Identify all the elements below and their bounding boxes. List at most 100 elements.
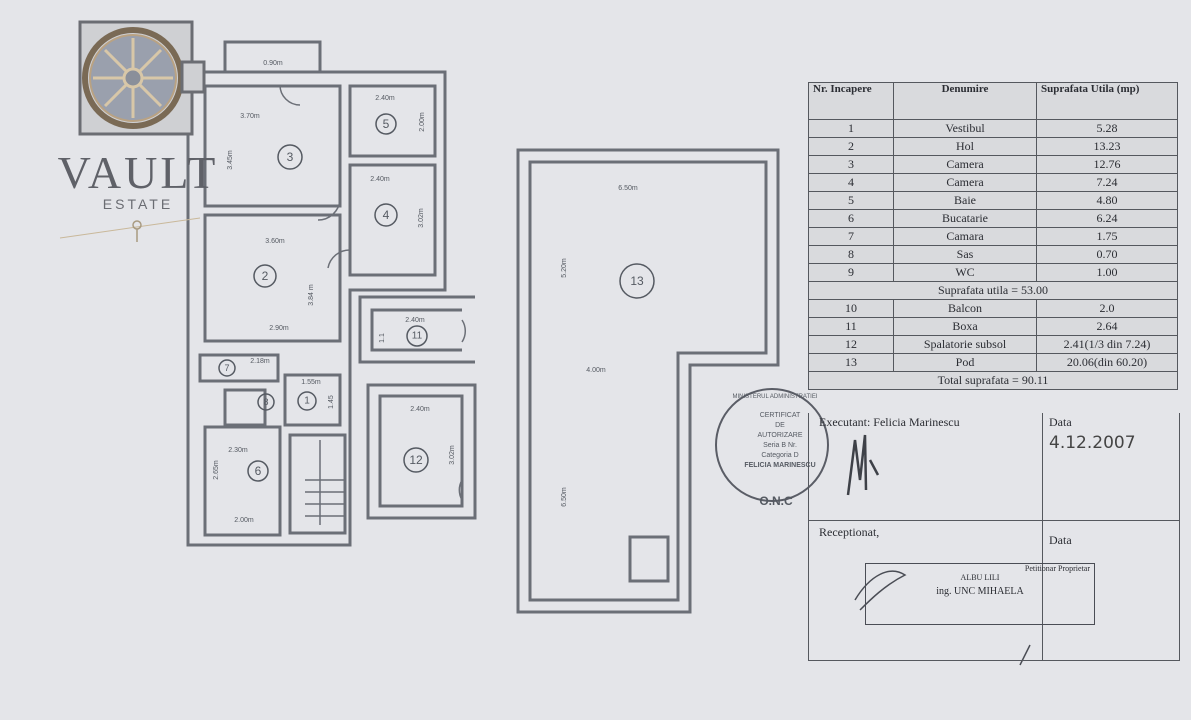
cell-area: 12.76 [1036,155,1178,174]
room-5-wall [348,84,437,158]
logo-title: VAULT [57,147,219,198]
room-number: 2 [262,269,269,283]
dimension: 2.90m [269,325,289,332]
executant-label: Executant: Felicia Marinescu [819,415,960,429]
room-number: 3 [287,150,294,164]
cell-name: Bucatarie [893,209,1037,228]
cell-nr: 10 [808,299,894,318]
apartment-outer-wall [186,70,447,547]
cell-nr: 9 [808,263,894,282]
room-number: 5 [383,117,390,131]
cell-nr: 6 [808,209,894,228]
dimension: 5.20m [561,258,568,278]
room-2-wall [203,213,342,343]
cell-nr: 2 [808,137,894,156]
receipt-stamp: Petitionar Proprietar ALBU LILI ing. UNC… [865,563,1095,625]
attic-outer [516,148,780,614]
cell-nr: 13 [808,353,894,372]
cell-area: 1.75 [1036,227,1178,246]
cell-name: Sas [893,245,1037,264]
stairs-steps [279,84,466,525]
room-number: 6 [255,464,262,478]
dimension: 6.50m [618,185,638,192]
handwritten-date: 4.12.2007 [1049,433,1136,453]
dimension: 6.50m [561,487,568,507]
dimension: 2.40m [370,176,390,183]
stamp-text: DE [775,422,785,429]
cell-area: 2.64 [1036,317,1178,336]
cell-nr: 12 [808,335,894,354]
stairs-wall [288,433,347,535]
logo-subtitle: ESTATE [102,196,174,212]
dimension: 2.40m [375,95,395,102]
cell-name: Camera [893,173,1037,192]
attic-inner [528,160,768,602]
dimension: 2.30m [228,447,248,454]
room-12-outer [366,383,477,520]
total-row: Total suprafata = 90.11 [808,371,1178,390]
room-number: 8 [263,397,268,407]
room-11-wall [358,295,475,364]
dimension: 3.02m [418,208,425,228]
rooms-table: Nr. Incapere Denumire Suprafata Utila (m… [808,82,1178,390]
dimension: 2.40m [405,317,425,324]
dimension: 4.00m [586,367,606,374]
cell-name: Baie [893,191,1037,210]
room-number: 13 [630,274,644,288]
cell-nr: 1 [808,119,894,138]
cell-nr: 3 [808,155,894,174]
room-number: 7 [224,363,229,373]
room-6-wall [203,425,282,537]
signature-2 [854,570,907,611]
stamp-text: MINISTERUL ADMINISTRATIEI [732,394,817,400]
cell-nr: 7 [808,227,894,246]
dimension: 1.1 [379,333,386,343]
dimension: 2.40m [410,406,430,413]
room-4-wall [348,163,437,277]
date-label: Data [1049,415,1072,429]
header-area: Suprafata Utila (mp) [1036,82,1178,120]
header-name: Denumire [893,82,1037,120]
cell-area: 5.28 [1036,119,1178,138]
dimension: 2.00m [419,112,426,132]
cell-name: Pod [893,353,1037,372]
room-number: 12 [409,453,423,467]
stamp-text: FELICIA MARINESCU [744,462,815,469]
signatures-section: Executant: Felicia Marinescu Data 4.12.2… [808,413,1180,661]
cell-area: 7.24 [1036,173,1178,192]
cell-name: Vestibul [893,119,1037,138]
stamp-text: AUTORIZARE [758,432,803,439]
cell-name: Spalatorie subsol [893,335,1037,354]
room-number: 1 [304,396,310,407]
room-number: 11 [412,331,423,342]
dimension: 3.84 m [308,284,315,306]
dimension: 0.90m [263,60,283,67]
cell-nr: 5 [808,191,894,210]
cell-name: Camara [893,227,1037,246]
cell-area: 2.0 [1036,299,1178,318]
balcony-wall [223,40,322,72]
cell-area: 1.00 [1036,263,1178,282]
room-12-inner [378,394,464,508]
subtotal-row: Suprafata utila = 53.00 [808,281,1178,300]
cell-area: 13.23 [1036,137,1178,156]
stamp-text: Categoria D [761,452,798,459]
room-3-wall [203,84,342,208]
cell-nr: 11 [808,317,894,336]
date-label-2: Data [1049,533,1072,547]
dimension: 2.65m [213,460,220,480]
room-1-wall [283,373,342,427]
dimension: 3.60m [265,238,285,245]
receptionat-label: Receptionat, [819,525,880,539]
cell-name: Hol [893,137,1037,156]
